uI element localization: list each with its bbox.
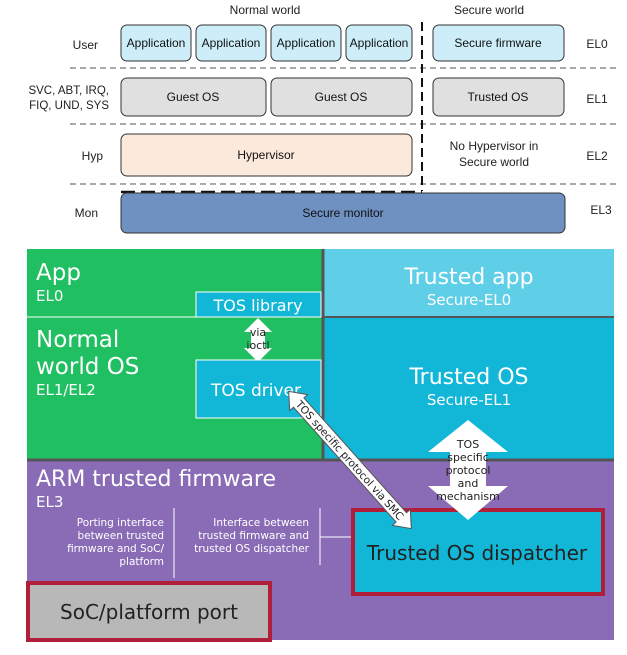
- normal-os-el: EL1/EL2: [36, 381, 96, 399]
- tos-protocol-line4: and: [458, 477, 479, 490]
- secure-monitor-label: Secure monitor: [302, 206, 383, 220]
- secure-world-heading: Secure world: [454, 3, 524, 17]
- tos-library-label: TOS library: [212, 296, 302, 315]
- tos-driver-label: TOS driver: [210, 381, 301, 401]
- row-label-mon: Mon: [75, 206, 98, 220]
- trusted-app-el: Secure-EL0: [427, 291, 511, 309]
- row-label-user: User: [73, 38, 98, 52]
- application-label-2: Application: [202, 36, 261, 50]
- smc-arrow: [288, 390, 412, 530]
- trusted-os-box-top: [432, 77, 565, 117]
- row-label-svc-line2: FIQ, UND, SYS: [29, 100, 109, 112]
- tos-library-box: [195, 291, 322, 318]
- normal-os-title-line1: Normal: [36, 327, 119, 353]
- trusted-os-el: Secure-EL1: [427, 391, 511, 409]
- hypervisor-box: [120, 133, 413, 177]
- trusted-os-dispatcher-label: Trusted OS dispatcher: [366, 541, 588, 565]
- normal-os-title-line2: world OS: [36, 354, 139, 380]
- guest-os-label-2: Guest OS: [315, 90, 368, 104]
- no-hypervisor-line1: No Hypervisor in: [450, 139, 539, 153]
- secure-monitor-box: [120, 192, 566, 234]
- tos-protocol-line1: TOS: [456, 438, 479, 451]
- hypervisor-label: Hypervisor: [237, 148, 294, 162]
- soc-platform-port-label: SoC/platform port: [60, 600, 238, 624]
- porting-interface-line1: Porting interface: [77, 517, 164, 529]
- application-box-2: [195, 24, 267, 62]
- bottom-diagram: App EL0 TOS library Normal world OS EL1/…: [26, 249, 614, 642]
- application-label-1: Application: [127, 36, 186, 50]
- el3-label: EL3: [590, 203, 612, 217]
- tos-protocol-line2: specific: [447, 451, 489, 464]
- porting-interface-line2: between trusted: [77, 530, 164, 542]
- porting-interface-line4: platform: [119, 556, 164, 568]
- porting-interface-line3: firmware and SoC/: [67, 543, 164, 555]
- interface-between-line2: trusted firmware and: [198, 530, 309, 542]
- guest-os-box-1: [120, 77, 267, 117]
- tos-protocol-arrow: [428, 420, 508, 520]
- trusted-os-title: Trusted OS: [408, 365, 528, 390]
- el1-label: EL1: [586, 92, 608, 106]
- trusted-os-label-top: Trusted OS: [468, 90, 529, 104]
- ioctl-arrow: [244, 318, 272, 362]
- normal-world-heading: Normal world: [230, 3, 301, 17]
- atf-title: ARM trusted firmware: [36, 467, 276, 492]
- application-box-3: [270, 24, 342, 62]
- secure-firmware-box: [432, 24, 565, 62]
- atf-el: EL3: [36, 493, 63, 511]
- no-hypervisor-line2: Secure world: [459, 155, 529, 169]
- application-label-4: Application: [350, 36, 409, 50]
- guest-os-box-2: [270, 77, 413, 117]
- application-box-4: [345, 24, 413, 62]
- ioctl-via: via: [250, 326, 266, 339]
- application-box-1: [120, 24, 192, 62]
- row-label-svc-line1: SVC, ABT, IRQ,: [28, 85, 109, 97]
- interface-between-line1: Interface between: [213, 517, 309, 529]
- normal-world-panel: [27, 249, 322, 459]
- guest-os-label-1: Guest OS: [167, 90, 220, 104]
- top-diagram: Normal world Secure world User SVC, ABT,…: [28, 3, 618, 234]
- el0-label: EL0: [586, 37, 608, 51]
- app-title: App: [36, 260, 81, 286]
- trusted-app-panel: [324, 249, 614, 316]
- application-label-3: Application: [277, 36, 336, 50]
- tos-protocol-line3: protocol: [446, 464, 491, 477]
- trusted-app-title: Trusted app: [403, 265, 533, 290]
- el2-label: EL2: [586, 149, 608, 163]
- secure-firmware-label: Secure firmware: [454, 36, 542, 50]
- soc-platform-port-box: [26, 581, 272, 642]
- tos-protocol-line5: mechanism: [436, 490, 500, 503]
- row-label-hyp: Hyp: [82, 149, 104, 163]
- interface-between-line3: trusted OS dispatcher: [194, 543, 310, 555]
- ioctl-label: ioctl: [246, 339, 269, 352]
- app-el: EL0: [36, 287, 63, 305]
